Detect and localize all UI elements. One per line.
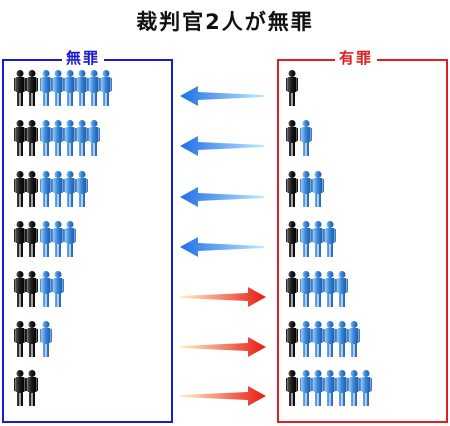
convict-person-blue — [312, 171, 324, 207]
acquit-person-black — [14, 70, 26, 106]
arrow-to-conviction — [180, 337, 266, 357]
arrow-to-acquittal — [180, 86, 264, 106]
acquittal-label: 無罪 — [62, 48, 105, 68]
convict-person-blue — [348, 321, 360, 357]
acquit-person-black — [14, 221, 26, 257]
conviction-label: 有罪 — [335, 48, 378, 68]
acquit-person-black — [26, 171, 38, 207]
convict-person-blue — [324, 370, 336, 406]
acquit-person-black — [26, 370, 38, 406]
arrow-to-acquittal — [180, 237, 264, 257]
convict-person-blue — [360, 370, 372, 406]
acquit-person-black — [26, 271, 38, 307]
acquit-person-blue — [64, 70, 76, 106]
convict-person-blue — [312, 321, 324, 357]
convict-person-blue — [300, 271, 312, 307]
arrow-to-acquittal — [180, 136, 264, 156]
diagram-title: 裁判官2人が無罪 — [136, 10, 314, 34]
acquit-person-blue — [52, 70, 64, 106]
convict-person-blue — [300, 120, 312, 156]
convict-person-blue — [324, 321, 336, 357]
acquit-person-black — [14, 120, 26, 156]
convict-person-blue — [336, 321, 348, 357]
convict-person-blue — [300, 221, 312, 257]
acquit-person-black — [26, 221, 38, 257]
convict-person-black — [286, 171, 298, 207]
arrow-to-acquittal — [180, 187, 264, 207]
convict-person-black — [286, 70, 298, 106]
convict-person-blue — [348, 370, 360, 406]
acquit-person-black — [26, 321, 38, 357]
convict-person-blue — [312, 221, 324, 257]
convict-person-blue — [300, 171, 312, 207]
convict-person-blue — [312, 370, 324, 406]
acquit-person-blue — [52, 171, 64, 207]
convict-person-black — [286, 271, 298, 307]
acquit-person-blue — [76, 171, 88, 207]
acquit-person-black — [14, 321, 26, 357]
arrow-to-conviction — [180, 287, 266, 307]
acquit-person-black — [14, 370, 26, 406]
acquit-person-blue — [76, 70, 88, 106]
convict-person-blue — [324, 221, 336, 257]
acquit-person-blue — [40, 120, 52, 156]
acquit-person-blue — [40, 271, 52, 307]
acquit-person-blue — [88, 120, 100, 156]
acquit-person-blue — [100, 70, 112, 106]
convict-person-blue — [300, 370, 312, 406]
acquit-person-black — [26, 70, 38, 106]
convict-person-blue — [324, 271, 336, 307]
acquit-person-blue — [52, 120, 64, 156]
acquit-person-blue — [52, 271, 64, 307]
convict-person-black — [286, 321, 298, 357]
acquit-person-blue — [40, 70, 52, 106]
convict-person-blue — [336, 271, 348, 307]
convict-person-blue — [300, 321, 312, 357]
acquit-person-blue — [40, 171, 52, 207]
acquit-person-blue — [88, 70, 100, 106]
acquit-person-black — [14, 171, 26, 207]
convict-person-blue — [336, 370, 348, 406]
acquit-person-blue — [64, 171, 76, 207]
convict-person-blue — [312, 271, 324, 307]
arrow-to-conviction — [180, 386, 266, 406]
acquit-person-blue — [64, 221, 76, 257]
acquit-person-black — [14, 271, 26, 307]
acquit-person-blue — [64, 120, 76, 156]
convict-person-black — [286, 120, 298, 156]
acquit-person-black — [26, 120, 38, 156]
acquit-person-blue — [52, 221, 64, 257]
acquit-person-blue — [40, 321, 52, 357]
convict-person-black — [286, 370, 298, 406]
acquit-person-blue — [40, 221, 52, 257]
acquit-person-blue — [76, 120, 88, 156]
convict-person-black — [286, 221, 298, 257]
